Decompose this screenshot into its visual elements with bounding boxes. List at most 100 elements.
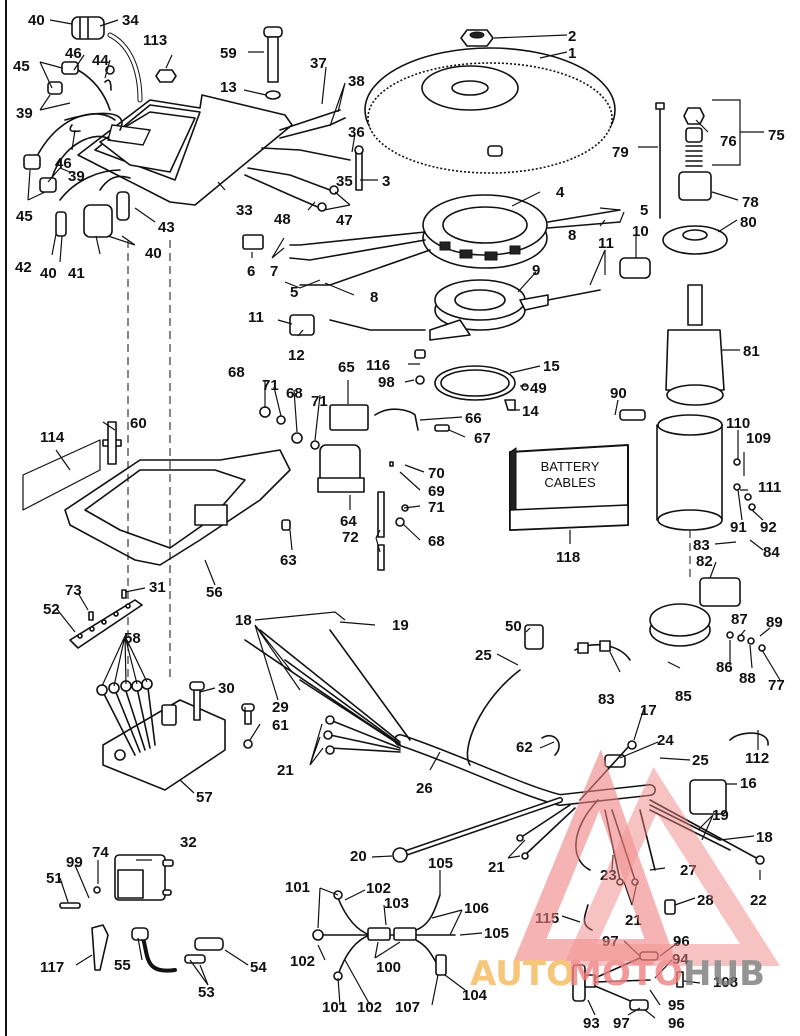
label-5: 5 (290, 284, 298, 301)
label-96b: 96 (668, 1015, 685, 1032)
battery-box-line1: BATTERY (541, 459, 600, 474)
label-31: 31 (149, 579, 166, 596)
label-55: 55 (114, 957, 131, 974)
main-harness (244, 624, 769, 886)
bolt-60 (102, 421, 122, 465)
label-15: 15 (543, 358, 560, 375)
watermark: AUTO MOTO HUB (470, 749, 781, 994)
label-68: 68 (228, 364, 245, 381)
label-70: 70 (428, 465, 445, 482)
rectifier (96, 678, 255, 791)
label-33: 33 (236, 202, 253, 219)
label-76: 76 (720, 133, 737, 150)
label-9: 9 (532, 262, 540, 279)
connector-11 (289, 314, 315, 336)
label-11b: 11 (248, 309, 264, 326)
label-73: 73 (65, 582, 82, 599)
label-68c: 68 (428, 533, 445, 550)
label-7: 7 (270, 263, 278, 280)
label-81: 81 (743, 343, 760, 360)
battery-cables-box: BATTERY CABLES (509, 444, 629, 531)
label-32: 32 (180, 834, 197, 851)
label-24: 24 (657, 732, 674, 749)
label-18b: 18 (756, 829, 773, 846)
watermark-auto: AUTO (470, 954, 575, 994)
timer-base (289, 257, 651, 341)
label-58: 58 (124, 630, 141, 647)
label-13: 13 (220, 79, 237, 96)
label-42: 42 (15, 259, 32, 276)
label-18: 18 (235, 612, 252, 629)
label-62: 62 (516, 739, 533, 756)
label-69: 69 (428, 483, 445, 500)
washer-13 (265, 90, 281, 100)
label-1: 1 (568, 45, 576, 62)
retaining-ring (434, 365, 516, 401)
label-100: 100 (376, 959, 401, 976)
label-47: 47 (336, 212, 353, 229)
label-91: 91 (730, 519, 747, 536)
label-80: 80 (740, 214, 757, 231)
label-3: 3 (382, 173, 390, 190)
label-14: 14 (522, 403, 539, 420)
label-68b: 68 (286, 385, 303, 402)
label-25b: 25 (692, 752, 709, 769)
ignition-coil (59, 854, 224, 973)
label-83b: 83 (598, 691, 615, 708)
label-37: 37 (310, 55, 327, 72)
starter-motor (619, 102, 766, 652)
label-48: 48 (274, 211, 291, 228)
label-45: 45 (13, 58, 30, 75)
label-102b: 102 (290, 953, 315, 970)
label-10: 10 (632, 223, 649, 240)
label-40: 40 (28, 12, 45, 29)
label-74: 74 (92, 844, 109, 861)
connector-6 (242, 234, 264, 250)
flywheel (364, 47, 616, 174)
label-28: 28 (697, 892, 714, 909)
label-60: 60 (130, 415, 147, 432)
harness-top-left (23, 16, 143, 238)
label-61: 61 (272, 717, 289, 734)
label-114: 114 (40, 429, 65, 446)
stator-wires (242, 209, 621, 286)
label-6: 6 (247, 263, 255, 280)
label-12: 12 (288, 347, 305, 364)
label-21: 21 (277, 762, 294, 779)
connector-50 (524, 624, 544, 650)
nut-113 (155, 69, 177, 83)
leader-lines (27, 19, 781, 1019)
label-78: 78 (742, 194, 759, 211)
label-87: 87 (731, 611, 748, 628)
label-46b: 46 (55, 155, 72, 172)
label-4: 4 (556, 184, 565, 201)
label-109: 109 (746, 430, 771, 447)
label-102c: 102 (357, 999, 382, 1016)
label-25: 25 (475, 647, 492, 664)
label-51: 51 (46, 870, 63, 887)
label-113: 113 (143, 32, 167, 49)
connector-16 (689, 779, 727, 815)
label-90: 90 (610, 385, 627, 402)
label-107: 107 (395, 999, 420, 1016)
label-16: 16 (740, 775, 757, 792)
label-83: 83 (693, 537, 710, 554)
label-108: 108 (713, 974, 738, 991)
watermark-triangle-left (513, 749, 676, 961)
label-95: 95 (668, 997, 685, 1014)
watermark-moto: MOTO (568, 954, 683, 994)
watermark-triangle-right (562, 766, 781, 966)
label-40c: 40 (145, 245, 162, 262)
label-46: 46 (65, 45, 82, 62)
label-36: 36 (348, 124, 365, 141)
label-71: 71 (262, 377, 279, 394)
label-116: 116 (366, 357, 390, 374)
label-54: 54 (250, 959, 267, 976)
label-92: 92 (760, 519, 777, 536)
label-72: 72 (342, 529, 359, 546)
label-59: 59 (220, 45, 237, 62)
label-45b: 45 (16, 208, 33, 225)
small-hardware-center (259, 349, 529, 571)
label-23: 23 (600, 867, 617, 884)
label-67: 67 (474, 430, 491, 447)
